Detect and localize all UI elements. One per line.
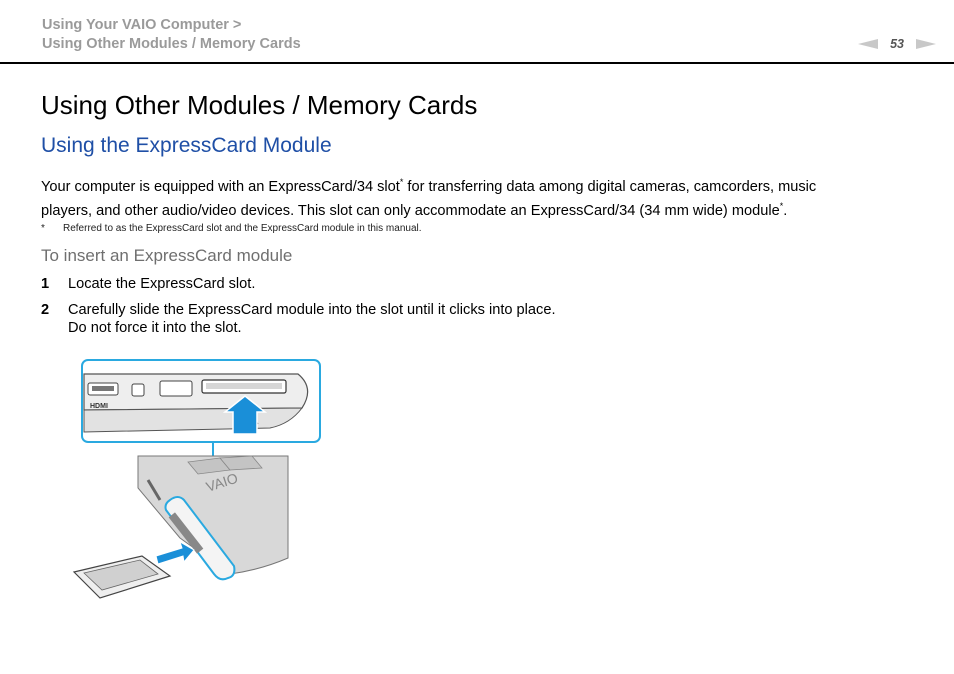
header-divider bbox=[0, 62, 954, 64]
page-title: Using Other Modules / Memory Cards bbox=[41, 90, 478, 120]
slot-highlight bbox=[164, 496, 236, 581]
expresscard-insertion-illustration: HDMI VAIO bbox=[72, 359, 321, 599]
intro-text: players, and other audio/video devices. … bbox=[41, 203, 780, 219]
next-page-icon[interactable] bbox=[916, 39, 936, 49]
intro-text: Your computer is equipped with an Expres… bbox=[41, 179, 400, 195]
usb-port bbox=[159, 380, 193, 397]
step-item: 1 Locate the ExpressCard slot. bbox=[41, 275, 255, 294]
step-item: 2 Carefully slide the ExpressCard module … bbox=[41, 301, 556, 320]
footnote-ref: * bbox=[399, 177, 404, 187]
step-continuation: Do not force it into the slot. bbox=[68, 320, 242, 336]
intro-paragraph-line1: Your computer is equipped with an Expres… bbox=[41, 170, 816, 199]
step-number: 1 bbox=[41, 276, 50, 292]
page-number: 53 bbox=[890, 37, 904, 51]
previous-page-icon[interactable] bbox=[858, 39, 879, 49]
procedure-heading: To insert an ExpressCard module bbox=[41, 246, 293, 265]
laptop-side-closeup: HDMI bbox=[83, 373, 309, 433]
footnote-mark: * bbox=[41, 223, 45, 234]
page-navigation: 53 bbox=[858, 37, 936, 51]
breadcrumb-parent[interactable]: Using Your VAIO Computer > bbox=[42, 17, 242, 33]
footnote-text: Referred to as the ExpressCard slot and … bbox=[63, 223, 422, 234]
laptop-body: VAIO bbox=[137, 455, 289, 575]
step-text: Locate the ExpressCard slot. bbox=[68, 276, 256, 292]
footnote: * Referred to as the ExpressCard slot and… bbox=[41, 223, 422, 234]
intro-text-cont: for transferring data among digital came… bbox=[403, 179, 817, 195]
intro-paragraph-line2: players, and other audio/video devices. … bbox=[41, 194, 787, 223]
section-title: Using the ExpressCard Module bbox=[41, 134, 332, 157]
insert-arrow-up-icon bbox=[222, 395, 268, 435]
breadcrumb: Using Your VAIO Computer > Using Other M… bbox=[42, 16, 301, 54]
breadcrumb-current[interactable]: Using Other Modules / Memory Cards bbox=[42, 36, 301, 52]
insert-arrow-right-icon bbox=[155, 540, 195, 565]
footnote-ref: * bbox=[779, 201, 784, 211]
port-icon bbox=[131, 383, 145, 397]
intro-text-end: . bbox=[783, 203, 788, 219]
step-number: 2 bbox=[41, 302, 50, 318]
step-text: Carefully slide the ExpressCard module i… bbox=[68, 302, 556, 318]
hdmi-label: HDMI bbox=[90, 403, 108, 410]
